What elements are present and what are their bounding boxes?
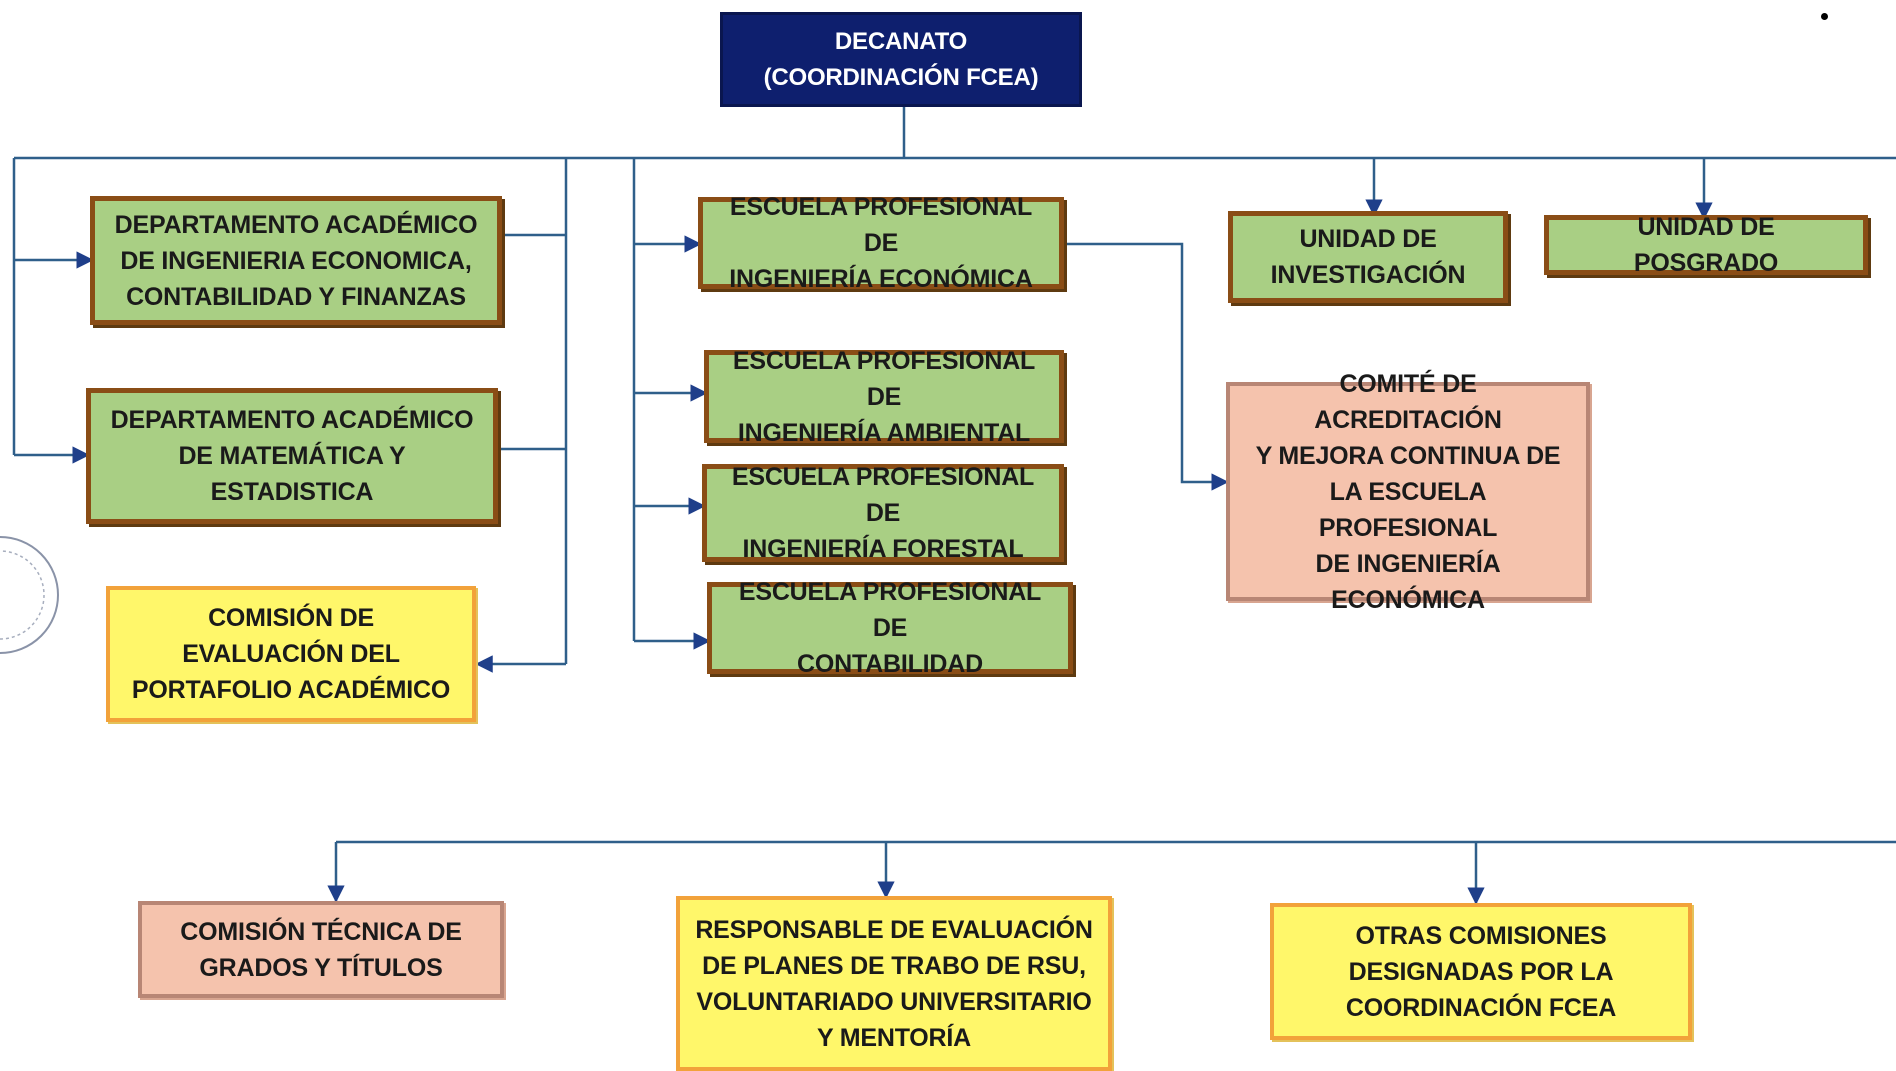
comite-acreditacion-label: COMITÉ DE ACREDITACIÓN Y MEJORA CONTINUA… bbox=[1255, 369, 1561, 614]
escuela-ambiental-box: ESCUELA PROFESIONAL DE INGENIERÍA AMBIEN… bbox=[704, 347, 1064, 447]
comision-grados-label: COMISIÓN TÉCNICA DE GRADOS Y TÍTULOS bbox=[180, 917, 462, 982]
unidad-investigacion-box: UNIDAD DE INVESTIGACIÓN bbox=[1228, 211, 1508, 303]
escuela-forestal-box: ESCUELA PROFESIONAL DE INGENIERÍA FOREST… bbox=[702, 463, 1064, 563]
connector-to-comite-acreditacion bbox=[1064, 242, 1229, 491]
escuela-economica-box: ESCUELA PROFESIONAL DE INGENIERÍA ECONÓM… bbox=[698, 193, 1064, 293]
dept-economica-box: DEPARTAMENTO ACADÉMICO DE INGENIERIA ECO… bbox=[90, 196, 502, 325]
escuela-forestal-label: ESCUELA PROFESIONAL DE INGENIERÍA FOREST… bbox=[731, 463, 1035, 563]
decanato-box: DECANATO (COORDINACIÓN FCEA) bbox=[720, 12, 1082, 107]
dept-matematica-box: DEPARTAMENTO ACADÉMICO DE MATEMÁTICA Y E… bbox=[86, 388, 498, 524]
otras-comisiones-label: OTRAS COMISIONES DESIGNADAS POR LA COORD… bbox=[1345, 921, 1617, 1022]
comision-portafolio-box: COMISIÓN DE EVALUACIÓN DEL PORTAFOLIO AC… bbox=[106, 586, 476, 722]
unidad-investigacion-label: UNIDAD DE INVESTIGACIÓN bbox=[1270, 225, 1466, 289]
escuela-contabilidad-label: ESCUELA PROFESIONAL DE CONTABILIDAD bbox=[738, 578, 1042, 678]
escuela-ambiental-label: ESCUELA PROFESIONAL DE INGENIERÍA AMBIEN… bbox=[732, 346, 1036, 447]
escuela-contabilidad-box: ESCUELA PROFESIONAL DE CONTABILIDAD bbox=[707, 578, 1073, 678]
unidad-posgrado-label: UNIDAD DE POSGRADO bbox=[1633, 213, 1779, 277]
comite-acreditacion-box: COMITÉ DE ACREDITACIÓN Y MEJORA CONTINUA… bbox=[1226, 370, 1590, 614]
otras-comisiones-box: OTRAS COMISIONES DESIGNADAS POR LA COORD… bbox=[1270, 903, 1692, 1040]
responsable-rsu-label: RESPONSABLE DE EVALUACIÓN DE PLANES DE T… bbox=[695, 915, 1093, 1052]
dept-matematica-label: DEPARTAMENTO ACADÉMICO DE MATEMÁTICA Y E… bbox=[110, 406, 474, 506]
institutional-seal-stamp bbox=[0, 510, 60, 680]
dept-economica-label: DEPARTAMENTO ACADÉMICO DE INGENIERIA ECO… bbox=[114, 210, 478, 311]
comision-portafolio-label: COMISIÓN DE EVALUACIÓN DEL PORTAFOLIO AC… bbox=[131, 604, 451, 704]
escuela-economica-label: ESCUELA PROFESIONAL DE INGENIERÍA ECONÓM… bbox=[729, 193, 1033, 293]
comision-grados-box: COMISIÓN TÉCNICA DE GRADOS Y TÍTULOS bbox=[138, 901, 504, 998]
unidad-posgrado-box: UNIDAD DE POSGRADO bbox=[1544, 213, 1868, 277]
responsable-rsu-box: RESPONSABLE DE EVALUACIÓN DE PLANES DE T… bbox=[676, 896, 1112, 1071]
decanato-label: DECANATO (COORDINACIÓN FCEA) bbox=[763, 27, 1039, 91]
dot-mark bbox=[1821, 13, 1828, 20]
